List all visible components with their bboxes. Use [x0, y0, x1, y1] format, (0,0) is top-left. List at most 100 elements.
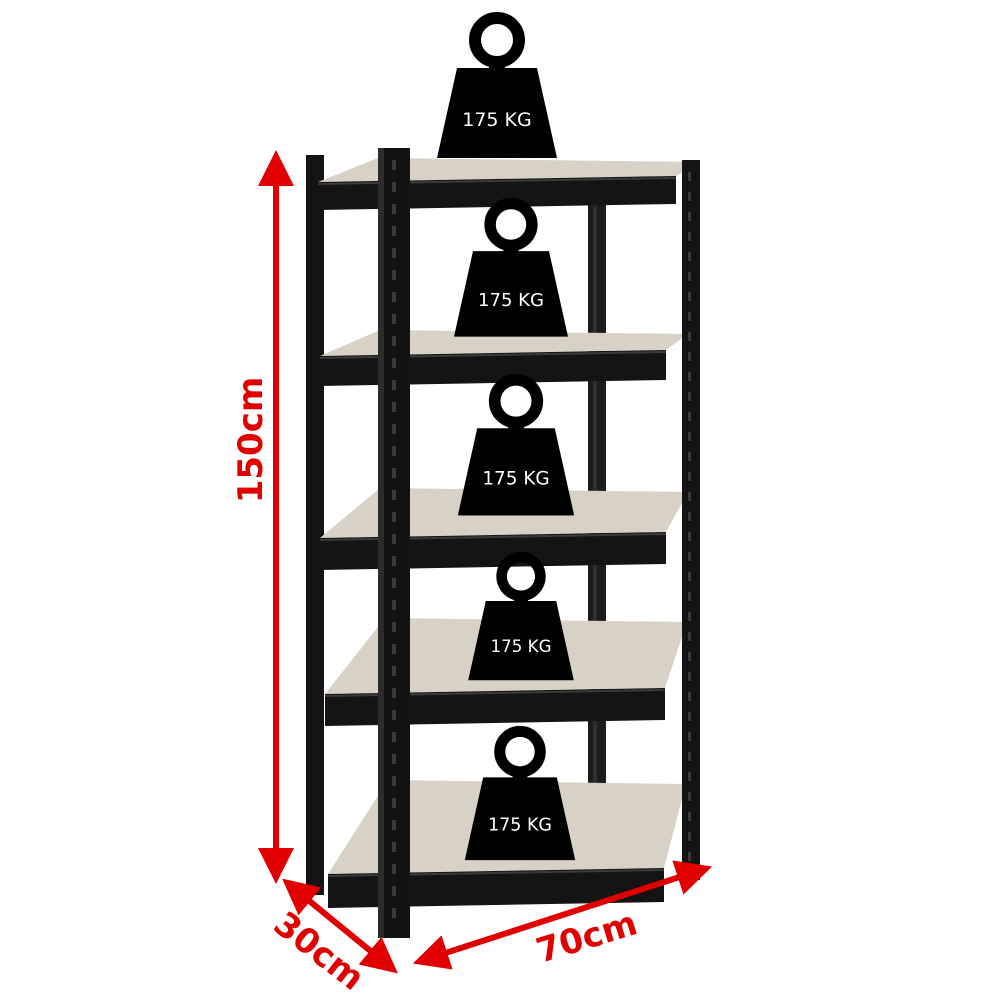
upright-slot [688, 412, 691, 421]
upright-slot [688, 592, 691, 601]
shelf-beam-highlight [319, 351, 667, 359]
shelf-board [320, 330, 688, 356]
front-right-upright-slots [688, 172, 691, 861]
upright-slot [392, 358, 396, 368]
front-left-upright-edge [378, 148, 384, 938]
upright-slot [688, 552, 691, 561]
upright-slot [392, 820, 396, 830]
upright-slot [688, 372, 691, 381]
depth-arrow-icon [282, 878, 398, 974]
upright-slot [392, 314, 396, 324]
kettlebell-weight-icon: 175 KG [454, 197, 568, 337]
upright-slot [392, 886, 396, 896]
upright-slot [392, 798, 396, 808]
upright-slot [688, 252, 691, 261]
upright-slot [392, 424, 396, 434]
upright-slot [688, 452, 691, 461]
upright-slot [688, 852, 691, 861]
upright-slot [392, 578, 396, 588]
upright-slot [392, 160, 396, 170]
upright-slot [392, 732, 396, 742]
upright-slot [392, 380, 396, 390]
upright-slot [392, 644, 396, 654]
kettlebell-weight-icon: 175 KG [464, 725, 576, 861]
shelf-capacity-label: 175 KG [478, 290, 544, 311]
upright-slot [688, 232, 691, 241]
upright-slot [688, 812, 691, 821]
shelf-beam-highlight [317, 177, 677, 185]
upright-slot [688, 752, 691, 761]
weight-body [464, 777, 576, 861]
upright-slot [392, 776, 396, 786]
upright-slot [688, 392, 691, 401]
upright-slot [392, 622, 396, 632]
upright-slot [688, 352, 691, 361]
upright-slot [392, 556, 396, 566]
upright-slot [392, 864, 396, 874]
width-label: 70cm [532, 903, 642, 971]
upright-slot [688, 172, 691, 181]
upright-slot [688, 652, 691, 661]
width-arrow-icon [412, 860, 713, 970]
shelf-capacity-label: 175 KG [482, 469, 549, 490]
front-uprights [378, 148, 700, 938]
weights: 175 KG 175 KG 175 KG 175 KG 175 KG [437, 12, 576, 861]
upright-slot [392, 600, 396, 610]
upright-slot [688, 792, 691, 801]
upright-slot [688, 292, 691, 301]
weight-body [457, 428, 575, 516]
weight-ring [469, 12, 525, 68]
upright-slot [688, 492, 691, 501]
shelf-beam-highlight [319, 533, 667, 541]
front-left-upright-slots [392, 160, 396, 918]
weight-body [454, 251, 568, 337]
upright-slot [392, 534, 396, 544]
upright-slot [688, 772, 691, 781]
upright-slot [688, 532, 691, 541]
upright-slot [688, 672, 691, 681]
upright-slot [688, 472, 691, 481]
depth-label: 30cm [266, 904, 372, 999]
upright-slot [392, 468, 396, 478]
kettlebell-weight-icon: 175 KG [468, 551, 574, 681]
upright-slot [392, 204, 396, 214]
upright-slot [392, 292, 396, 302]
upright-slot [392, 688, 396, 698]
upright-slot [688, 612, 691, 621]
weight-body [437, 68, 557, 158]
upright-slot [392, 842, 396, 852]
height-label: 150cm [231, 377, 271, 504]
upright-slot [688, 272, 691, 281]
upright-slot [688, 432, 691, 441]
weight-body [468, 601, 574, 681]
kettlebell-weight-icon: 175 KG [457, 373, 575, 516]
shelf-capacity-label: 175 KG [488, 816, 552, 836]
back-left-upright [306, 155, 324, 895]
upright-slot [688, 212, 691, 221]
upright-slot [688, 512, 691, 521]
upright-slot [688, 192, 691, 201]
upright-slot [392, 710, 396, 720]
upright-slot [688, 732, 691, 741]
upright-slot [688, 332, 691, 341]
upright-slot [392, 182, 396, 192]
upright-slot [688, 712, 691, 721]
upright-slot [688, 692, 691, 701]
upright-slot [392, 754, 396, 764]
shelf-capacity-label: 175 KG [462, 109, 532, 131]
upright-slot [688, 632, 691, 641]
upright-slot [392, 248, 396, 258]
upright-slot [392, 336, 396, 346]
weight-ring [494, 725, 546, 778]
upright-slot [392, 512, 396, 522]
kettlebell-weight-icon: 175 KG [437, 12, 557, 158]
upright-slot [392, 666, 396, 676]
upright-slot [392, 226, 396, 236]
shelf-capacity-label: 175 KG [490, 636, 551, 656]
upright-slot [688, 572, 691, 581]
upright-slot [688, 312, 691, 321]
upright-slot [392, 270, 396, 280]
upright-slot [392, 490, 396, 500]
upright-slot [392, 908, 396, 918]
